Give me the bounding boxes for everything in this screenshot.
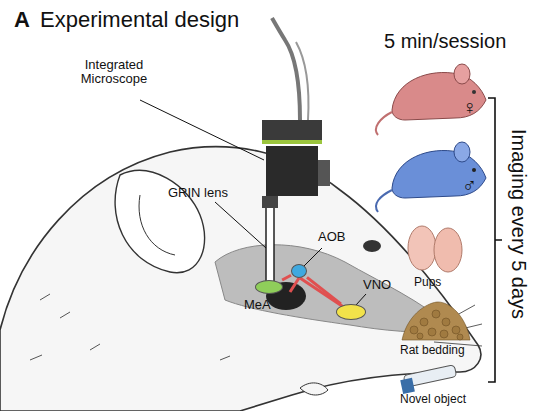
figure-title: Experimental design (40, 8, 239, 32)
grin-lens (266, 205, 274, 283)
aob-region: AOB (291, 264, 307, 278)
part-label: GRIN lens (168, 186, 228, 200)
stimulus-label: Rat bedding (400, 344, 465, 357)
vno-region: VNO (336, 304, 366, 320)
leader-line (215, 202, 266, 248)
region-label: AOB (318, 229, 345, 244)
projection-line (290, 278, 299, 292)
session-bracket (488, 98, 502, 382)
male-mouse-icon (376, 142, 486, 212)
ear-fold (139, 195, 175, 255)
microscope-cable (272, 18, 300, 120)
microscope-base (262, 196, 278, 208)
stimulus-label: Novel object (400, 393, 466, 406)
projection-connector (307, 277, 341, 304)
region-label: MeA (244, 297, 271, 312)
tube-icon (400, 365, 456, 394)
microscope-top (262, 120, 322, 144)
projection-line (300, 278, 345, 308)
pups-icon (408, 226, 462, 272)
region-label: VNO (363, 277, 391, 292)
microscope-side (318, 160, 330, 186)
panel-letter: A (14, 8, 30, 32)
leader-line (304, 248, 322, 266)
leader-line (140, 100, 264, 160)
sex-symbol: ♂ (462, 174, 477, 196)
stimulus-label: Pups (414, 276, 441, 289)
leader-line (356, 294, 366, 305)
schedule-note: Imaging every 5 days (508, 44, 530, 404)
rat-eye (363, 240, 381, 252)
female-mouse-icon (376, 64, 486, 135)
bedding-icon (402, 302, 470, 340)
rat-paw (300, 383, 328, 395)
part-label: Integrated Microscope (68, 58, 160, 87)
mea-region: MeA (255, 280, 283, 294)
session-note: 5 min/session (384, 30, 506, 52)
sex-symbol: ♀ (462, 96, 477, 118)
microscope-cable (296, 42, 309, 120)
microscope-stripe (262, 140, 322, 144)
projection-connector (282, 275, 291, 280)
microscope-body (266, 146, 318, 196)
fur-strokes (30, 294, 230, 360)
